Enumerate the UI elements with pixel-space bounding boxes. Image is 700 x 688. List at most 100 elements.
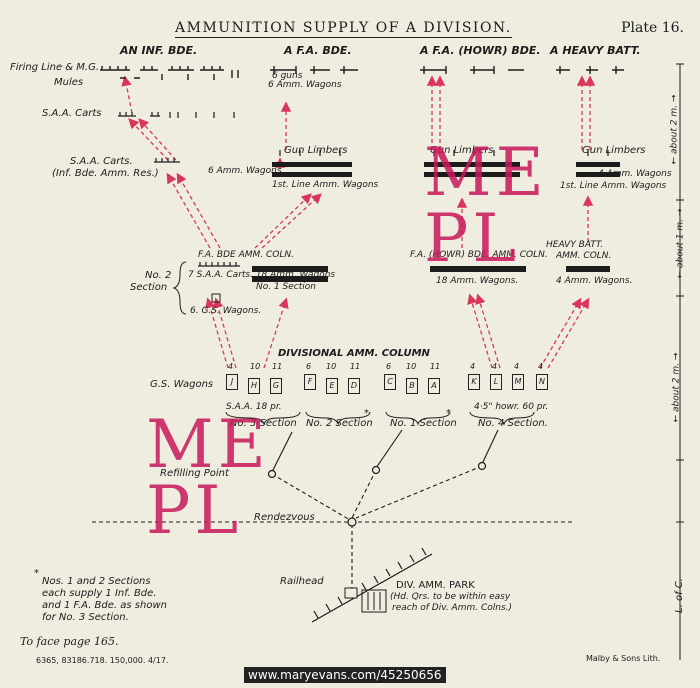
label-heavy-amm-coln: AMM. COLN. [556, 251, 612, 261]
label-refilling-point: Refilling Point [160, 468, 229, 479]
label-saa-carts-res: S.A.A. Carts. [70, 156, 133, 167]
wagon-box-a: A [428, 378, 440, 394]
wagon-count: 4 [538, 362, 544, 371]
label-heavy-batt: HEAVY BATT. [546, 240, 604, 250]
wagon-box-j: J [226, 374, 238, 390]
wagon-count: 4 [470, 362, 476, 371]
column-heading-fa-bde: A F.A. BDE. [284, 44, 352, 57]
label-rendezvous: Rendezvous [254, 512, 315, 523]
route-div-to-howr-b [475, 293, 501, 369]
wagon-count: 11 [430, 362, 441, 371]
wagon-count: 6 [386, 362, 392, 371]
wagon-count: 4 [514, 362, 520, 371]
wagon-box-g: G [270, 378, 282, 394]
route-coln-to-1st [254, 193, 312, 249]
route-coln-to-1st-b [261, 193, 322, 249]
wagon-count: 10 [326, 362, 337, 371]
label-fa-howr-amm-coln: F.A. (HOWR) BDE. AMM. COLN. [410, 250, 548, 260]
watermark-pl-bottom: PL [146, 472, 243, 549]
watermark-pl-top: PL [424, 200, 521, 277]
label-park-note-2: reach of Div. Amm. Colns.) [392, 603, 513, 613]
asterisk-mark: * [364, 408, 369, 419]
wagon-count: 6 [306, 362, 312, 371]
label-section: Section [130, 282, 168, 293]
watermark-me-top: ME [424, 134, 548, 211]
label-firing-line: Firing Line & M.G. [10, 62, 100, 73]
label-div-amm-park: DIV. AMM. PARK [396, 580, 475, 591]
label-seven-saa-carts: 7 S.A.A. Carts. 18 Amm. Wagons [188, 270, 336, 280]
label-four-amm-wagons-b: 4 Amm. Wagons. [556, 276, 633, 286]
wagon-box-n: N [536, 374, 548, 390]
route-saa-to-firing-line [121, 75, 133, 114]
wagon-box-h: H [248, 378, 260, 394]
label-inf-bde-amm-res: (Inf. Bde. Amm. Res.) [52, 168, 159, 179]
label-saa-18pr: S.A.A. 18 pr. [226, 402, 282, 412]
footnote-line-2: each supply 1 Inf. Bde. [42, 588, 157, 599]
label-first-line-heavy: 1st. Line Amm. Wagons [560, 181, 667, 191]
label-saa-carts: S.A.A. Carts [42, 108, 102, 119]
footnote-line-1: Nos. 1 and 2 Sections [42, 576, 151, 587]
route-res-to-saa-carts [128, 118, 169, 161]
column-heading-fa-howr-bde: A F.A. (HOWR) BDE. [420, 44, 541, 57]
wagon-box-l: L [490, 374, 502, 390]
label-about-2m-bottom: ← about 2 m. → [671, 352, 682, 423]
label-gun-limbers-howr: Gun Limbers [430, 145, 494, 156]
wagon-box-b: B [406, 378, 418, 394]
wagon-box-d: D [348, 378, 360, 394]
asterisk-mark: * [446, 408, 451, 419]
footnote-star: * [34, 568, 39, 579]
watermark-me-bottom: ME [146, 406, 270, 483]
label-no2-section: No. 2 Section [306, 418, 373, 429]
source-url: www.maryevans.com/45250656 [244, 667, 446, 683]
wagon-count: 10 [406, 362, 417, 371]
label-howr-60pr: 4·5" howr. 60 pr. [474, 402, 549, 412]
route-div-to-fa [263, 297, 289, 369]
label-six-guns: 6 guns [272, 71, 303, 81]
route-div-to-heavy [539, 297, 582, 369]
label-no4-section: No. 4 Section. [478, 418, 548, 429]
label-gs-wagons: G.S. Wagons [150, 379, 214, 390]
column-heading-inf-bde: AN INF. BDE. [120, 44, 198, 57]
route-coln-to-res-b [176, 172, 221, 249]
label-fa-bde-amm-coln: F.A. BDE AMM. COLN. [198, 250, 294, 260]
wagon-box-e: E [326, 378, 338, 394]
label-gun-limbers-fa: Gun Limbers [284, 145, 348, 156]
route-div-to-bde-b [205, 297, 229, 369]
label-no3-section: No. 3 Section [230, 418, 297, 429]
label-first-line-fa: 1st. Line Amm. Wagons [272, 180, 379, 190]
label-no1-section-fa: No. 1 Section [256, 282, 316, 292]
diagram-title: AMMUNITION SUPPLY OF A DIVISION. [175, 20, 512, 38]
footer-to-face: To face page 165. [20, 635, 119, 648]
label-gun-limbers-heavy: Gun Limbers [582, 145, 646, 156]
label-six-gs-wagons: 6. G.S. Wagons. [190, 306, 262, 316]
label-six-amm-wagons: 6 Amm. Wagons [268, 80, 342, 90]
label-no1-section: No. 1 Section [390, 418, 457, 429]
wagon-box-m: M [512, 374, 524, 390]
wagon-count: 10 [250, 362, 261, 371]
wagon-box-f: F [304, 374, 316, 390]
label-div-amm-column: DIVISIONAL AMM. COLUMN [278, 348, 430, 359]
plate-number: Plate 16. [621, 20, 684, 36]
wagon-count: 4 [492, 362, 498, 371]
column-heading-heavy-batt: A HEAVY BATT. [550, 44, 641, 57]
label-park-note-1: (Hd. Qrs. to be within easy [390, 592, 511, 602]
label-railhead: Railhead [280, 576, 324, 587]
label-six-amm-wagons-2: 6 Amm. Wagons [208, 166, 282, 176]
wagon-box-c: C [384, 374, 396, 390]
footer-printer: Malby & Sons Lith. [586, 654, 661, 663]
wagon-count: 4 [228, 362, 234, 371]
label-l-of-c: L. of C. [673, 578, 685, 613]
label-eighteen-amm-wagons: 18 Amm. Wagons. [436, 276, 519, 286]
wagon-count: 11 [350, 362, 361, 371]
route-coln-to-res [166, 172, 211, 249]
route-div-to-bde [213, 297, 237, 369]
footnote-line-4: for No. 3 Section. [42, 612, 129, 623]
label-mules: Mules [54, 77, 84, 88]
label-no2: No. 2 [145, 270, 172, 281]
footer-print-code: 6365, 83186.718. 150,000. 4/17. [36, 656, 169, 665]
route-div-to-heavy-b [547, 297, 590, 369]
route-res-to-saa-carts-b [138, 118, 177, 161]
wagon-box-k: K [468, 374, 480, 390]
label-about-2m-top: ← about 2 m. → [669, 94, 680, 165]
